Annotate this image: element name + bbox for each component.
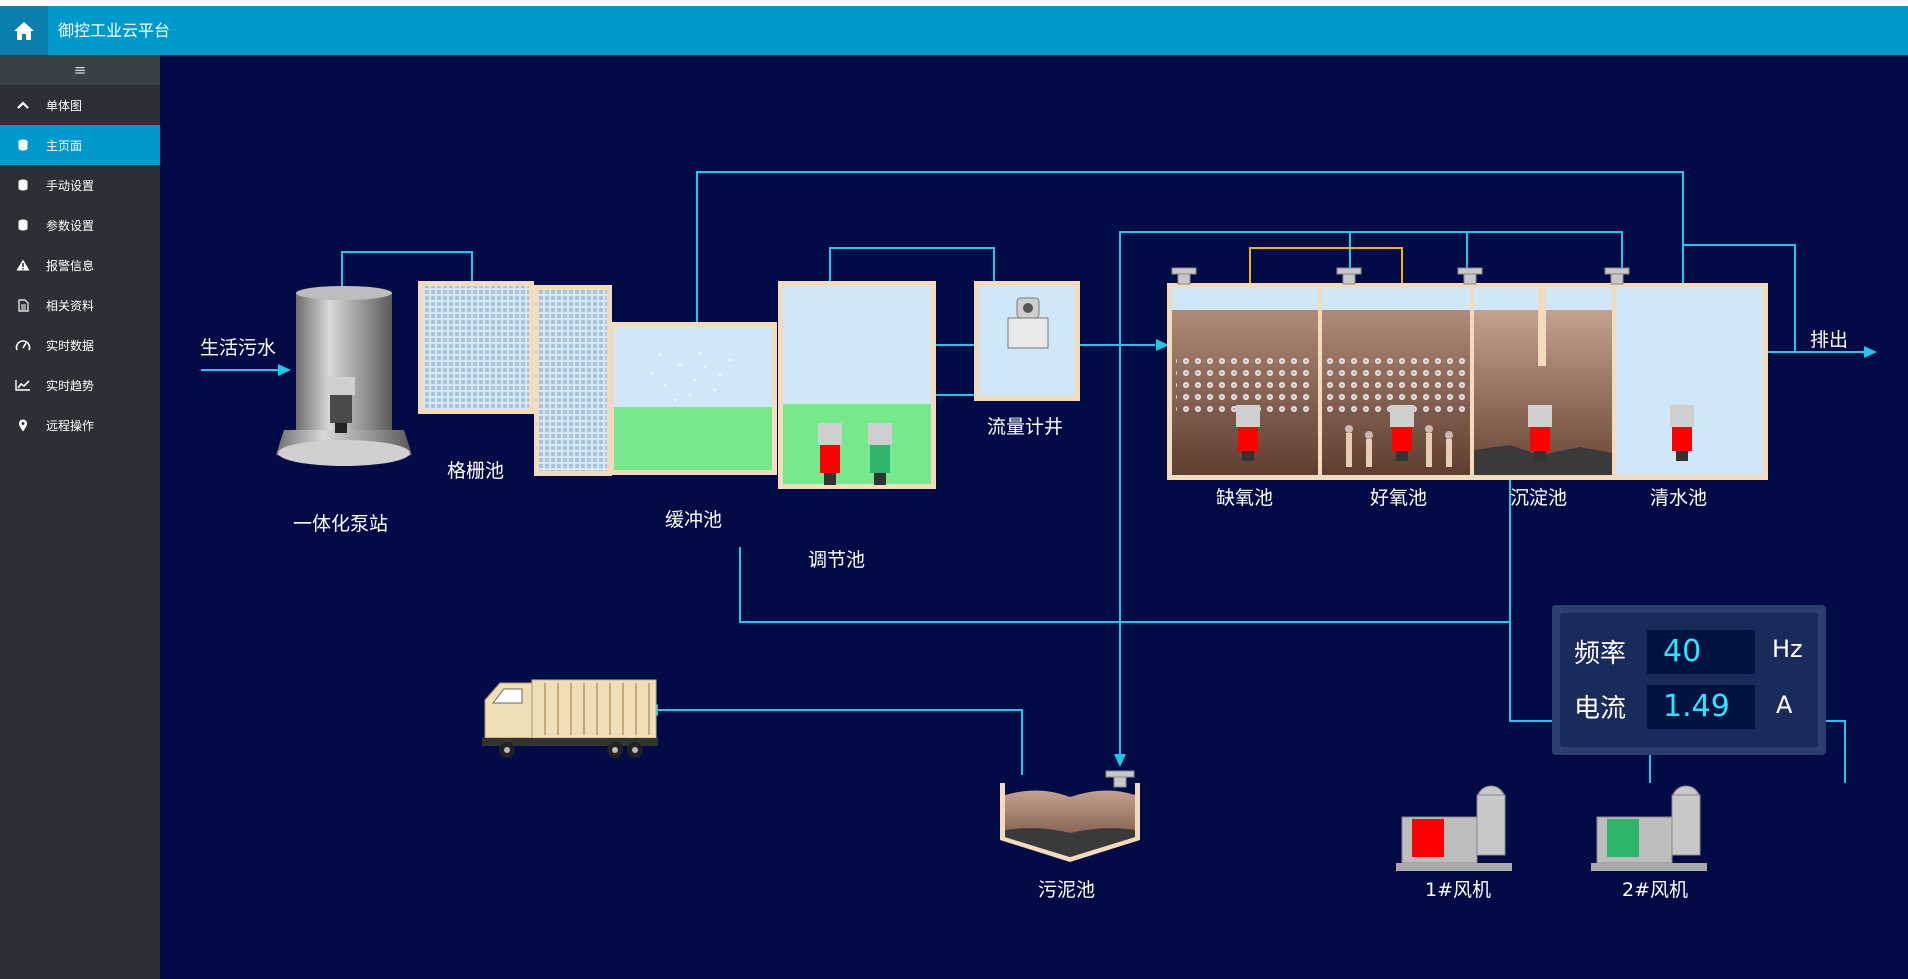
database-icon — [0, 139, 46, 151]
chevron-up-icon — [0, 101, 46, 109]
sidebar-item-main-page[interactable]: 主页面 — [0, 125, 160, 165]
label-blower-1: 1#风机 — [1425, 879, 1492, 901]
pump-regulating-1 — [818, 423, 842, 485]
frequency-unit: Hz — [1772, 635, 1803, 663]
sludge-truck-graphic — [482, 679, 658, 758]
label-aerobic-tank: 好氧池 — [1370, 487, 1428, 509]
sidebar-item-label: 主页面 — [46, 138, 83, 153]
sidebar-item-label: 实时趋势 — [46, 378, 95, 393]
pump-regulating-2 — [868, 423, 892, 485]
label-anoxic-tank: 缺氧池 — [1216, 487, 1274, 509]
pump-clear-water — [1670, 405, 1694, 461]
blower-2-graphic — [1591, 785, 1707, 871]
process-diagram — [201, 171, 1877, 871]
sidebar-toggle-button[interactable]: ≡ — [0, 55, 160, 85]
pump-anoxic — [1236, 405, 1260, 461]
status-panel-inner: 频率 40 Hz 电流 1.49 A — [1560, 613, 1818, 747]
sidebar: ≡ 单体图 主页面 手动设置 参数设置 报警信息 相关资料 实时数据 实时趋势 … — [0, 55, 160, 979]
sidebar-item-remote-operation[interactable]: 远程操作 — [0, 405, 160, 445]
label-discharge: 排出 — [1810, 329, 1849, 351]
database-icon — [0, 219, 46, 231]
app-title: 御控工业云平台 — [58, 21, 171, 40]
frequency-label: 频率 — [1574, 639, 1627, 669]
sidebar-item-label: 远程操作 — [46, 418, 95, 433]
current-label: 电流 — [1574, 694, 1627, 724]
home-button[interactable] — [0, 6, 48, 55]
document-icon — [0, 298, 46, 312]
sidebar-item-alarm-info[interactable]: 报警信息 — [0, 245, 160, 285]
buffer-tank-graphic — [609, 322, 777, 475]
gauge-icon — [0, 339, 46, 351]
label-flow-meter-well: 流量计井 — [987, 416, 1064, 438]
home-icon — [14, 21, 34, 40]
label-regulating-tank: 调节池 — [808, 549, 866, 571]
sidebar-item-label: 参数设置 — [46, 218, 95, 233]
sidebar-item-label: 实时数据 — [46, 338, 95, 353]
bio-tank-graphic — [1167, 267, 1768, 480]
pump-aerobic — [1390, 405, 1414, 461]
map-pin-icon — [0, 419, 46, 432]
label-buffer-tank: 缓冲池 — [665, 509, 723, 531]
pump-sedimentation — [1528, 405, 1552, 461]
current-value: 1.49 — [1647, 685, 1755, 729]
regulating-tank-graphic — [778, 281, 936, 489]
sidebar-item-manual-settings[interactable]: 手动设置 — [0, 165, 160, 205]
sidebar-item-label: 报警信息 — [46, 258, 95, 273]
sidebar-item-label: 手动设置 — [46, 178, 95, 193]
flow-meter-well-graphic — [974, 281, 1080, 401]
database-icon — [0, 179, 46, 191]
sidebar-item-parameter-settings[interactable]: 参数设置 — [0, 205, 160, 245]
label-sludge-tank: 污泥池 — [1038, 879, 1096, 901]
grille-tank-graphic — [418, 281, 612, 476]
sidebar-item-realtime-trend[interactable]: 实时趋势 — [0, 365, 160, 405]
label-domestic-sewage: 生活污水 — [200, 337, 277, 359]
label-blower-2: 2#风机 — [1622, 879, 1689, 901]
sidebar-item-documents[interactable]: 相关资料 — [0, 285, 160, 325]
sidebar-item-label: 相关资料 — [46, 298, 95, 313]
process-canvas: 生活污水 排出 一体化泵站 格栅池 缓冲池 调节池 流量计井 缺氧池 好氧池 沉… — [160, 55, 1908, 979]
line-chart-icon — [0, 379, 46, 391]
label-pump-station: 一体化泵站 — [293, 513, 389, 535]
frequency-value: 40 — [1647, 630, 1755, 674]
sidebar-item-single-view[interactable]: 单体图 — [0, 85, 160, 125]
sidebar-item-realtime-data[interactable]: 实时数据 — [0, 325, 160, 365]
label-sedimentation-tank: 沉淀池 — [1510, 487, 1568, 509]
current-unit: A — [1776, 691, 1793, 719]
sidebar-item-label: 单体图 — [46, 98, 83, 113]
sludge-tank-graphic — [1000, 770, 1140, 862]
pump-station-graphic — [276, 286, 412, 466]
warning-icon — [0, 259, 46, 271]
top-bar: 御控工业云平台 — [0, 6, 1908, 55]
label-grille-tank: 格栅池 — [447, 460, 505, 482]
label-clear-water-tank: 清水池 — [1650, 487, 1708, 509]
status-panel: 频率 40 Hz 电流 1.49 A — [1552, 605, 1826, 755]
blower-1-graphic — [1396, 785, 1512, 871]
